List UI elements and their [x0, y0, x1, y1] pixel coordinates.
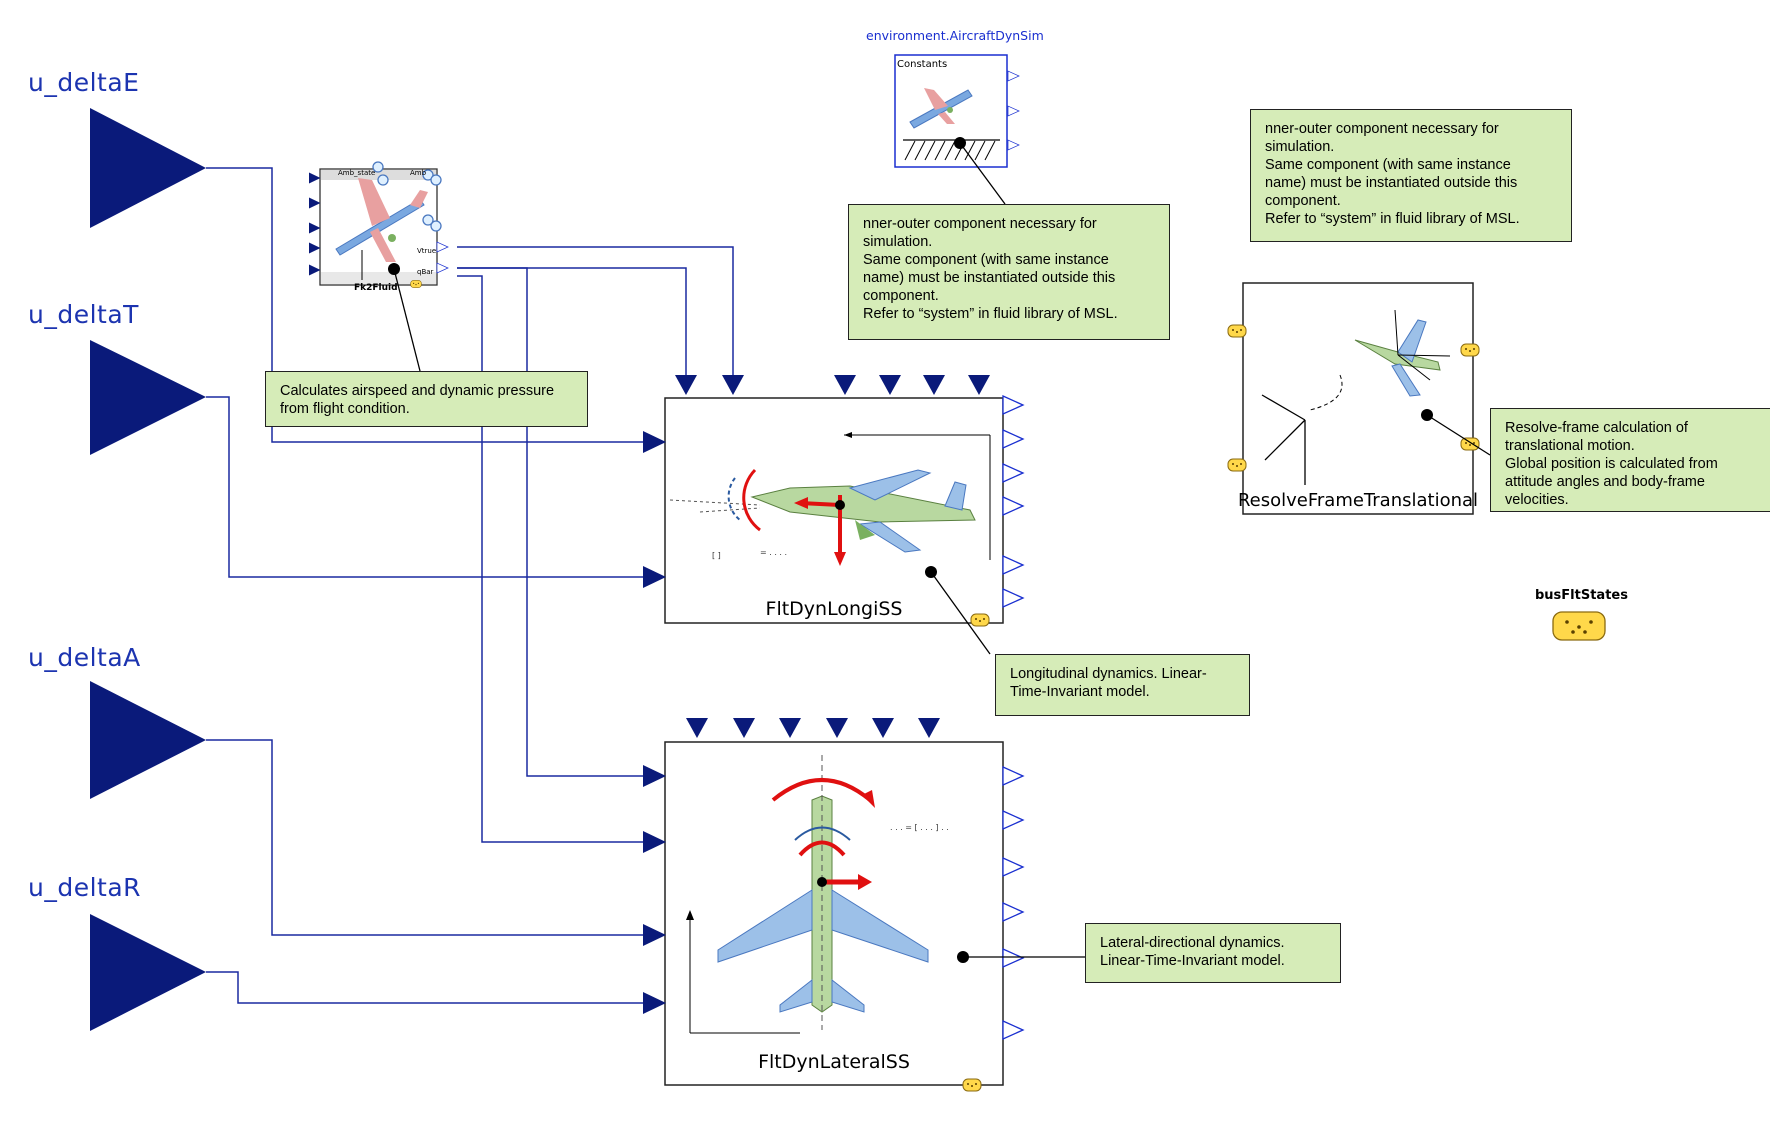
note-lateral: Lateral-directional dynamics. Linear-Tim…: [1085, 923, 1341, 983]
note-resolve: Resolve-frame calculation of translation…: [1490, 408, 1770, 512]
bus-label: busFltStates: [1535, 588, 1628, 603]
note-inner-outer-1: nner-outer component necessary for simul…: [848, 204, 1170, 340]
fk2fluid-port-qbar: qBar: [417, 268, 434, 276]
svg-text:= . . . .: = . . . .: [760, 548, 787, 557]
environment-title: environment.AircraftDynSim: [866, 28, 1044, 43]
note-pointers: [393, 142, 1491, 958]
input-port-deltaA[interactable]: [90, 681, 206, 799]
connection-wires: [206, 167, 734, 1004]
fk2fluid-port-amb: Amb: [410, 169, 427, 177]
longi-block[interactable]: [ ] = . . . .: [643, 375, 1024, 627]
pointer-dot: [388, 263, 400, 275]
note-airspeed: Calculates airspeed and dynamic pressure…: [265, 371, 588, 427]
environment-block[interactable]: [894, 54, 1020, 168]
note-inner-outer-2: nner-outer component necessary for simul…: [1250, 109, 1572, 242]
svg-text:. . . = [ . . . ] . .: . . . = [ . . . ] . .: [890, 823, 949, 832]
bus-flt-states[interactable]: [1552, 611, 1606, 641]
input-label-deltaT: u_deltaT: [28, 300, 139, 329]
fk2fluid-label: Fk2Fluid: [354, 283, 398, 293]
input-port-deltaR[interactable]: [90, 914, 206, 1031]
fk2fluid-port-amb-state: Amb_state: [338, 169, 376, 177]
pointer-dot: [954, 137, 966, 149]
resolve-block-label: ResolveFrameTranslational: [1237, 490, 1479, 511]
environment-constants-label: Constants: [897, 59, 948, 70]
longi-block-label: FltDynLongiSS: [765, 598, 903, 620]
lateral-block-label: FltDynLateralSS: [758, 1051, 910, 1073]
input-label-deltaE: u_deltaE: [28, 68, 140, 97]
input-label-deltaR: u_deltaR: [28, 873, 142, 902]
input-port-deltaT[interactable]: [90, 340, 206, 455]
input-port-deltaE[interactable]: [90, 108, 206, 228]
fk2fluid-block[interactable]: [309, 161, 449, 288]
resolve-block[interactable]: [1227, 282, 1480, 515]
fk2fluid-port-vtrue: Vtrue: [417, 247, 437, 255]
input-label-deltaA: u_deltaA: [28, 643, 141, 672]
lateral-block[interactable]: . . . = [ . . . ] . .: [643, 718, 1024, 1092]
note-longi: Longitudinal dynamics. Linear- Time-Inva…: [995, 654, 1250, 716]
svg-text:[ ]: [ ]: [712, 551, 721, 560]
